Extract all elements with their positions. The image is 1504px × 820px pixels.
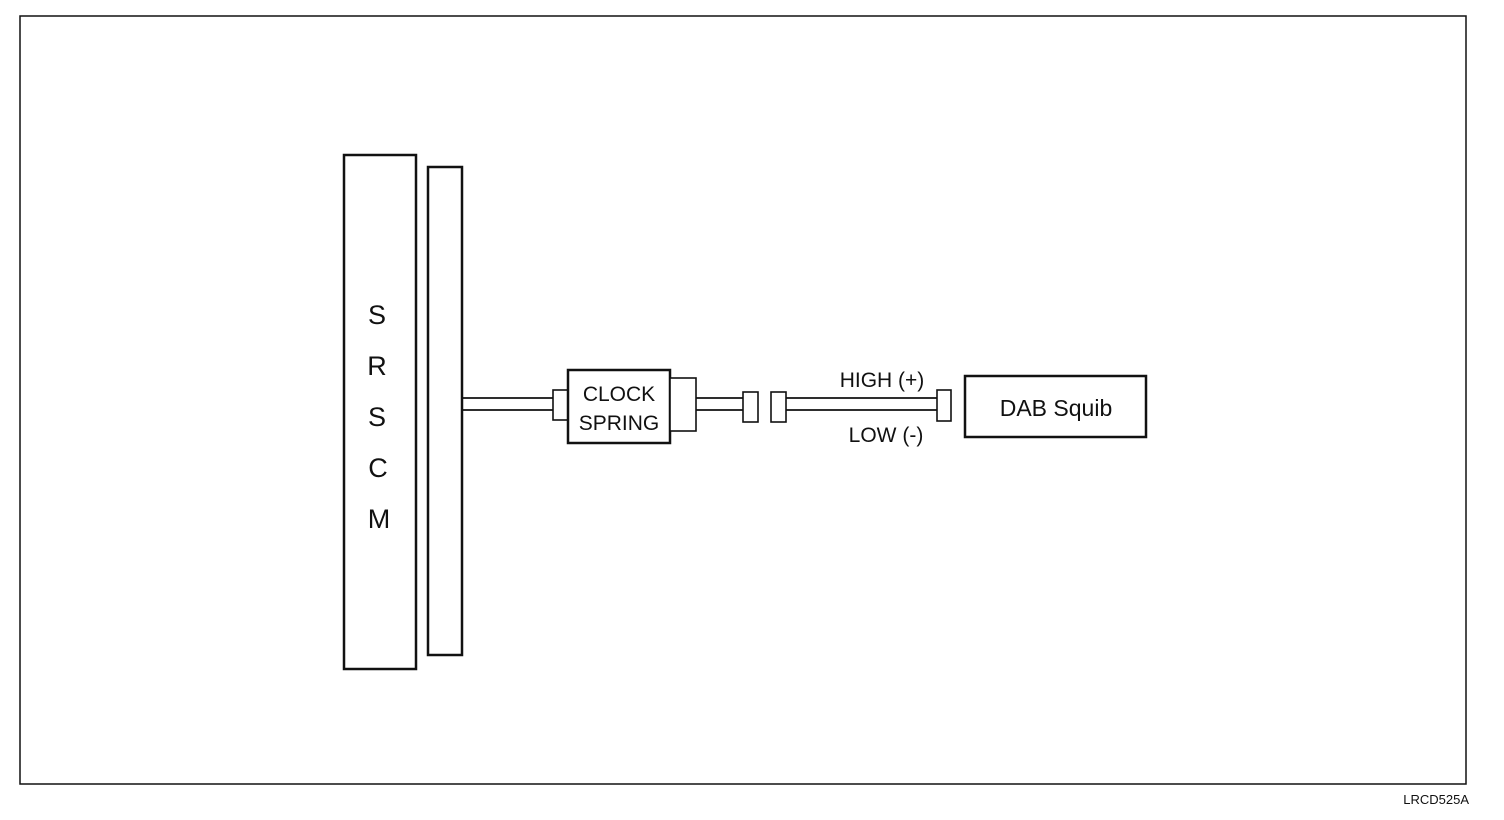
srscm-letter-s2: S <box>368 402 386 432</box>
clock-spring: CLOCK SPRING <box>566 368 672 445</box>
clock-spring-label-line2: SPRING <box>579 412 660 435</box>
srscm-letter-m: M <box>368 504 391 534</box>
srscm-letter-c: C <box>368 453 388 483</box>
inline-connector-left <box>742 391 759 423</box>
dab-squib-box <box>963 374 1148 439</box>
dab-squib-label: DAB Squib <box>1000 395 1113 421</box>
diagram-frame <box>19 15 1467 785</box>
clock-spring-left-connector <box>552 389 569 421</box>
high-wire-label: HIGH (+) <box>840 369 925 392</box>
low-wire-label: LOW (-) <box>849 424 924 447</box>
srscm-module: S R S C M <box>342 153 418 671</box>
figure-reference-code: LRCD525A <box>1403 792 1469 807</box>
module-connector-bar <box>426 165 464 657</box>
inline-connector-right <box>770 391 787 423</box>
dab-squib: DAB Squib <box>963 374 1148 439</box>
srscm-letter-s1: S <box>368 300 386 330</box>
squib-connector <box>936 389 952 422</box>
clock-spring-right-connector <box>669 377 697 432</box>
clock-spring-label-line1: CLOCK <box>583 383 655 406</box>
srscm-letter-r: R <box>367 351 387 381</box>
srscm-box <box>342 153 418 671</box>
